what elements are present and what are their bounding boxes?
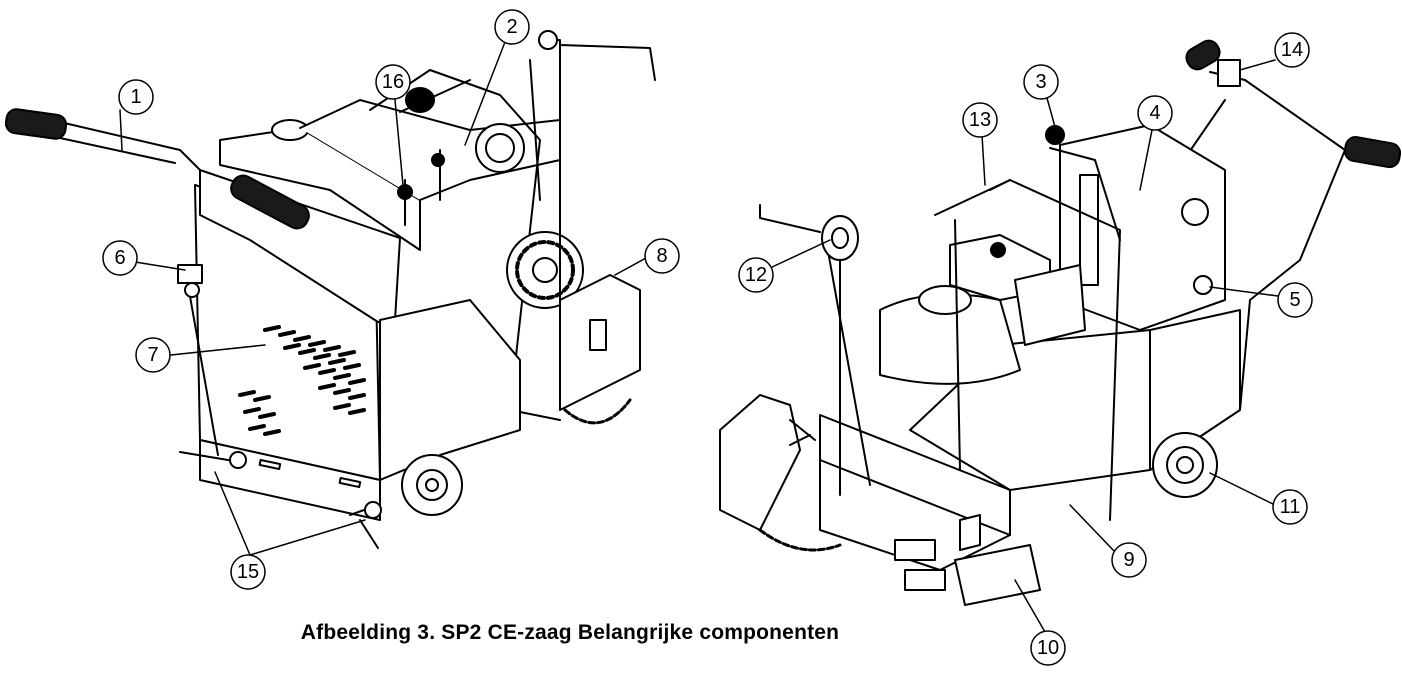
right-blade-guard xyxy=(719,394,801,531)
front-guide-rod xyxy=(759,204,871,496)
callout-3: 3 xyxy=(1023,64,1059,100)
svg-text:1: 1 xyxy=(130,86,141,108)
leader-lines xyxy=(119,41,1279,633)
figure-caption: Afbeelding 3. SP2 CE-zaag Belangrijke co… xyxy=(300,621,840,644)
right-saw-illustration xyxy=(719,39,1402,606)
callouts: 1 2 3 4 5 6 7 8 9 10 11 12 13 14 15 16 xyxy=(102,9,1313,666)
callout-16: 16 xyxy=(375,64,411,100)
svg-text:15: 15 xyxy=(237,561,259,583)
right-handle-grip xyxy=(230,174,310,230)
callout-8: 8 xyxy=(644,238,680,274)
callout-11: 11 xyxy=(1272,489,1308,525)
depth-control-lever xyxy=(1049,147,1121,241)
callout-12: 12 xyxy=(738,257,774,293)
right-base-frame xyxy=(819,459,1011,571)
callout-13: 13 xyxy=(962,102,998,138)
svg-text:9: 9 xyxy=(1123,549,1134,571)
callout-15: 15 xyxy=(230,554,266,590)
svg-text:10: 10 xyxy=(1037,637,1059,659)
callout-6: 6 xyxy=(102,240,138,276)
svg-text:4: 4 xyxy=(1149,102,1160,124)
svg-text:13: 13 xyxy=(969,109,991,131)
right-side-panel xyxy=(909,329,1151,491)
right-engine-top xyxy=(879,293,1021,385)
svg-text:12: 12 xyxy=(745,264,767,286)
right-roll-cage xyxy=(934,179,1121,521)
callout-5: 5 xyxy=(1277,282,1313,318)
air-filter xyxy=(475,123,525,173)
callout-9: 9 xyxy=(1111,542,1147,578)
svg-text:3: 3 xyxy=(1035,71,1046,93)
front-weight xyxy=(954,544,1041,606)
svg-text:6: 6 xyxy=(114,247,125,269)
svg-text:16: 16 xyxy=(382,71,404,93)
svg-text:2: 2 xyxy=(506,16,517,38)
callout-14: 14 xyxy=(1274,32,1310,68)
callout-7: 7 xyxy=(135,337,171,373)
right-grip-lower xyxy=(1343,136,1402,169)
callout-1: 1 xyxy=(118,79,154,115)
svg-text:14: 14 xyxy=(1281,39,1303,61)
callout-2: 2 xyxy=(494,9,530,45)
left-handle-grip xyxy=(4,108,68,140)
callout-4: 4 xyxy=(1137,95,1173,131)
left-handlebar xyxy=(59,121,201,171)
fuel-cap xyxy=(271,119,309,141)
left-side-panel xyxy=(199,169,401,323)
ventilation-slots xyxy=(238,325,366,436)
svg-text:7: 7 xyxy=(147,344,158,366)
right-rear-wheel xyxy=(1152,432,1218,498)
left-side-body xyxy=(379,299,521,481)
svg-text:11: 11 xyxy=(1280,496,1301,518)
right-grip-upper xyxy=(1185,39,1221,71)
left-front-wheel xyxy=(401,454,463,516)
svg-text:8: 8 xyxy=(656,245,667,267)
front-pulley xyxy=(821,215,859,261)
callout-10: 10 xyxy=(1030,630,1066,666)
left-saw-illustration xyxy=(4,30,656,549)
svg-text:5: 5 xyxy=(1289,289,1300,311)
